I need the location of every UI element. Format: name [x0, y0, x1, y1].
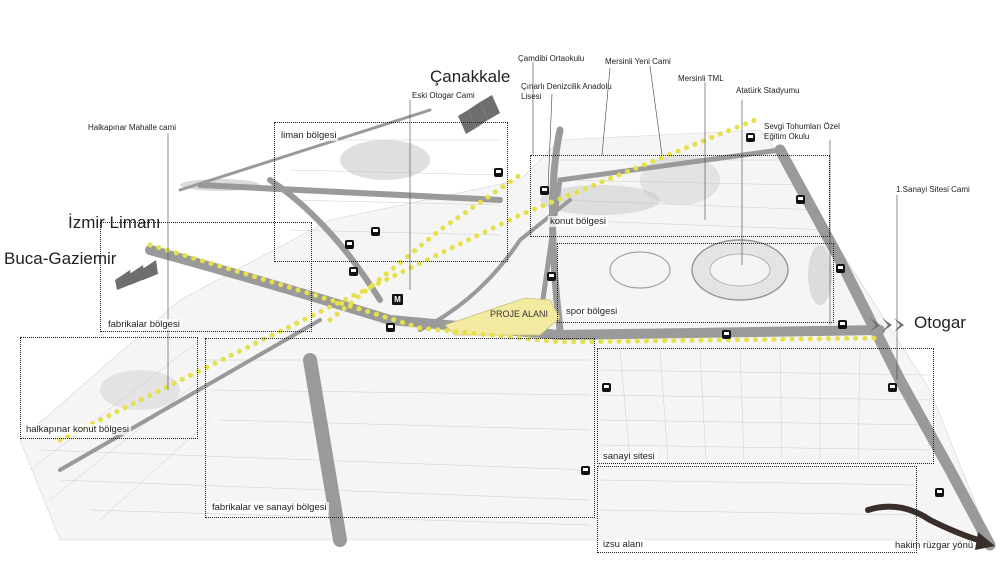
leader-lines [167, 62, 898, 390]
zone-konut [530, 155, 830, 237]
bus-stop-icon [888, 383, 897, 392]
bus-stop-icon [836, 264, 845, 273]
zone-label-liman: liman bölgesi [279, 130, 339, 141]
zone-izsu [597, 466, 917, 553]
zone-halkapinar [20, 337, 198, 439]
bus-stop-icon [540, 186, 549, 195]
label-mersinli-tml: Mersinli TML [678, 74, 724, 83]
zone-label-fabrikalar-sanayi: fabrikalar ve sanayi bölgesi [210, 502, 329, 513]
bus-stop-icon [602, 383, 611, 392]
zone-sanayi-sitesi [597, 348, 934, 464]
bus-stop-icon [838, 320, 847, 329]
chevron-otogar-icon [870, 318, 904, 332]
city-buca-gaziemir: Buca-Gaziemir [4, 249, 117, 268]
city-izmir-limani: İzmir Limanı [68, 213, 161, 232]
city-otogar: Otogar [914, 313, 966, 332]
zone-label-konut: konut bölgesi [548, 216, 608, 227]
bus-stop-icon [935, 488, 944, 497]
zone-spor [557, 243, 834, 323]
bus-stop-icon [494, 168, 503, 177]
metro-station-icon: M [392, 294, 403, 305]
bus-stop-icon [581, 466, 590, 475]
wind-direction-label: hakim rüzgar yönü [895, 540, 974, 551]
label-sanayi-sitesi-cami: 1.Sanayi Sitesi Cami [896, 185, 970, 194]
zone-label-halkapinar: halkapınar konut bölgesi [24, 424, 131, 435]
label-sevgi-tohumlari-2: Eğitim Okulu [764, 132, 810, 141]
label-cinarli-lisesi-2: Lisesi [521, 92, 542, 101]
bus-stop-icon [371, 227, 380, 236]
chevron-buca-icon [115, 260, 158, 290]
label-halkapinar-mahalle-cami: Halkapınar Mahalle cami [88, 123, 177, 132]
bus-stop-icon [547, 272, 556, 281]
project-area-label: PROJE ALANI [490, 309, 549, 319]
label-ataturk-stadyumu: Atatürk Stadyumu [736, 86, 800, 95]
label-mersinli-yeni-cami: Mersinli Yeni Cami [605, 57, 671, 66]
label-eski-otogar-cami: Eski Otogar Cami [412, 91, 475, 100]
bus-stop-icon [722, 330, 731, 339]
label-sevgi-tohumlari-1: Sevgi Tohumları Özel [764, 122, 840, 131]
wind-arrowhead-icon [975, 532, 995, 550]
wind-arrow-icon [865, 503, 988, 545]
zone-fabrikalar [100, 222, 312, 332]
zone-label-spor: spor bölgesi [564, 306, 620, 317]
city-canakkale: Çanakkale [430, 67, 511, 86]
bus-stop-icon [386, 323, 395, 332]
project-area [444, 297, 561, 336]
zone-label-fabrikalar: fabrikalar bölgesi [106, 319, 182, 330]
bus-stop-icon [349, 267, 358, 276]
zone-label-sanayi-sitesi: sanayi sitesi [601, 451, 657, 462]
bus-stop-icon [746, 133, 755, 142]
label-camdibi-ortaokulu: Çamdibi Ortaokulu [518, 54, 585, 63]
zone-liman [274, 122, 508, 262]
bus-stop-icon [345, 240, 354, 249]
label-cinarli-lisesi-1: Çınarlı Denizcilik Anadolu [521, 82, 612, 91]
zone-fabrikalar-sanayi [205, 338, 595, 518]
zone-label-izsu: izsu alanı [601, 539, 646, 550]
bus-stop-icon [796, 195, 805, 204]
